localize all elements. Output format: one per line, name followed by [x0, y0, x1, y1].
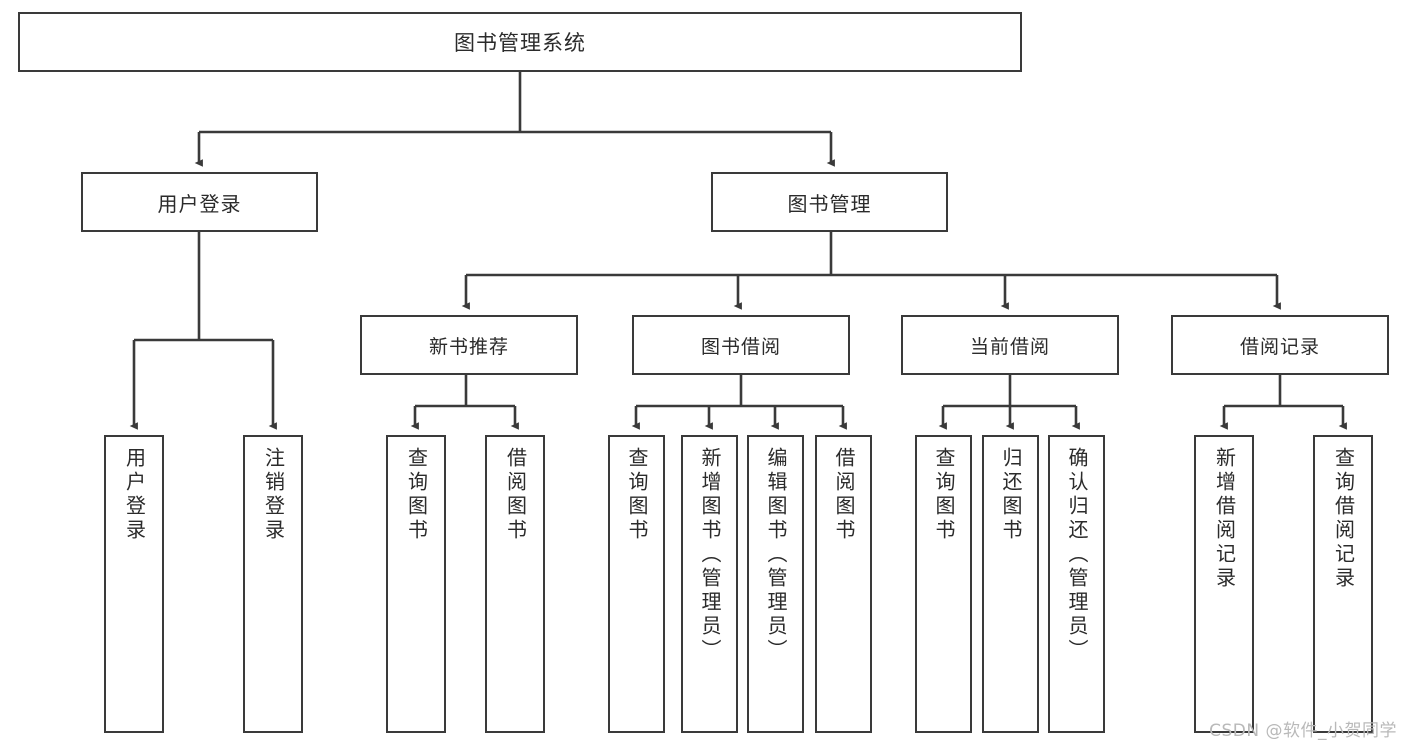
leaf-query-book-current[interactable]: 查询图书: [915, 435, 972, 733]
node-book-borrow[interactable]: 图书借阅: [632, 315, 850, 375]
node-label: 确认归还（管理员）: [1065, 447, 1089, 663]
node-root-book-management-system[interactable]: 图书管理系统: [18, 12, 1022, 72]
node-label: 归还图书: [999, 447, 1023, 543]
node-label: 新增图书（管理员）: [698, 447, 722, 663]
leaf-borrow-book-recommend[interactable]: 借阅图书: [485, 435, 545, 733]
node-label: 查询借阅记录: [1331, 447, 1356, 591]
node-label: 借阅图书: [832, 447, 856, 543]
leaf-query-book-borrow[interactable]: 查询图书: [608, 435, 665, 733]
node-label: 图书管理: [787, 191, 872, 216]
leaf-add-book-admin[interactable]: 新增图书（管理员）: [681, 435, 738, 733]
node-label: 当前借阅: [969, 335, 1050, 358]
csdn-watermark: CSDN @软件_小贺同学: [1209, 721, 1397, 741]
node-label: 用户登录: [157, 191, 242, 216]
leaf-borrow-book-borrow[interactable]: 借阅图书: [815, 435, 872, 733]
node-label: 借阅图书: [503, 447, 528, 543]
leaf-edit-book-admin[interactable]: 编辑图书（管理员）: [747, 435, 804, 733]
node-book-management[interactable]: 图书管理: [711, 172, 948, 232]
leaf-query-book-recommend[interactable]: 查询图书: [386, 435, 446, 733]
leaf-confirm-return-admin[interactable]: 确认归还（管理员）: [1048, 435, 1105, 733]
node-user-login[interactable]: 用户登录: [81, 172, 318, 232]
node-label: 编辑图书（管理员）: [764, 447, 788, 663]
leaf-user-login[interactable]: 用户登录: [104, 435, 164, 733]
node-current-borrow[interactable]: 当前借阅: [901, 315, 1119, 375]
node-label: 新增借阅记录: [1212, 447, 1237, 591]
node-label: 查询图书: [404, 447, 429, 543]
node-label: 查询图书: [625, 447, 649, 543]
leaf-add-borrow-record[interactable]: 新增借阅记录: [1194, 435, 1254, 733]
node-label: 用户登录: [122, 447, 147, 543]
node-borrow-record[interactable]: 借阅记录: [1171, 315, 1389, 375]
leaf-logout-login[interactable]: 注销登录: [243, 435, 303, 733]
node-label: 新书推荐: [428, 335, 509, 358]
leaf-query-borrow-record[interactable]: 查询借阅记录: [1313, 435, 1373, 733]
node-label: 注销登录: [261, 447, 286, 543]
node-new-book-recommend[interactable]: 新书推荐: [360, 315, 578, 375]
node-label: 图书管理系统: [454, 31, 586, 55]
node-label: 借阅记录: [1239, 335, 1320, 358]
node-label: 图书借阅: [700, 335, 781, 358]
leaf-return-book[interactable]: 归还图书: [982, 435, 1039, 733]
node-label: 查询图书: [932, 447, 956, 543]
